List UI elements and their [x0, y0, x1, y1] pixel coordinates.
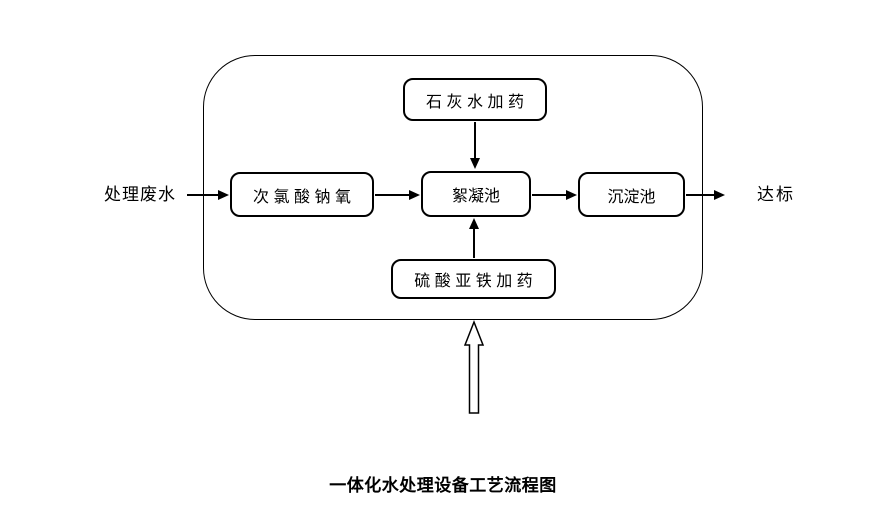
- node-lime-dosing-label: 石灰水加药: [426, 93, 529, 111]
- node-flocculation-tank-label: 絮凝池: [451, 188, 500, 205]
- hollow-up-arrow-icon: [463, 319, 485, 414]
- node-ferrous-sulfate-dosing: 硫酸亚铁加药: [391, 259, 556, 299]
- node-naclo-oxidation: 次氯酸钠氧: [230, 172, 374, 217]
- node-ferrous-sulfate-dosing-label: 硫酸亚铁加药: [414, 273, 538, 290]
- effluent-label: 达标: [757, 185, 795, 204]
- node-sedimentation-tank: 沉淀池: [578, 172, 685, 217]
- node-flocculation-tank: 絮凝池: [421, 171, 531, 217]
- influent-label: 处理废水: [104, 185, 176, 204]
- node-sedimentation-tank-label: 沉淀池: [607, 188, 656, 206]
- node-lime-dosing: 石灰水加药: [403, 78, 547, 121]
- node-naclo-oxidation-label: 次氯酸钠氧: [253, 188, 356, 206]
- equipment-boundary-box: [203, 55, 703, 320]
- diagram-caption: 一体化水处理设备工艺流程图: [329, 476, 557, 495]
